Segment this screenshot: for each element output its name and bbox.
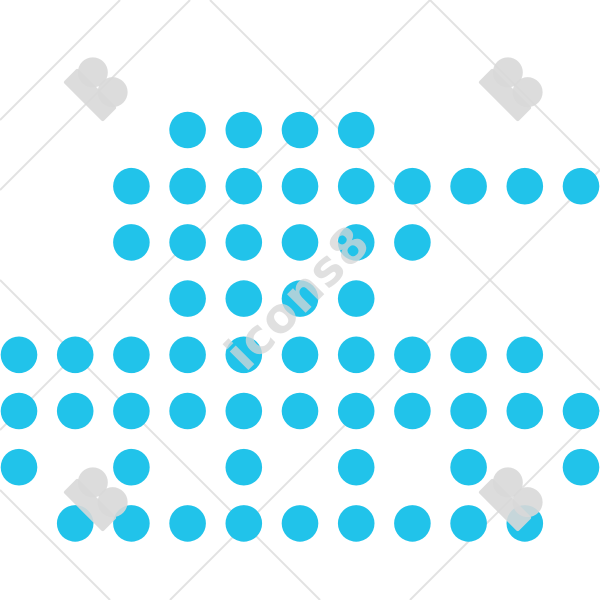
dot <box>337 336 375 374</box>
dot <box>337 448 375 486</box>
dot <box>225 167 263 205</box>
dot <box>394 224 431 261</box>
dot <box>113 224 150 261</box>
dot <box>450 448 487 486</box>
icons8-logo-icon <box>63 57 128 122</box>
dot <box>113 167 150 205</box>
dot <box>56 392 94 430</box>
dot <box>169 224 206 261</box>
dot <box>506 167 544 205</box>
dot <box>169 505 206 542</box>
dot <box>225 392 263 430</box>
dot <box>450 336 487 374</box>
dot <box>337 224 375 261</box>
dot <box>394 167 431 205</box>
dot <box>450 392 487 430</box>
dot <box>281 392 319 430</box>
dot <box>113 505 150 542</box>
dot <box>337 111 375 149</box>
dot <box>337 280 375 317</box>
dot <box>506 336 544 374</box>
dot <box>225 448 263 486</box>
dot <box>169 392 206 430</box>
dot <box>225 336 263 374</box>
icons8-logo-icon <box>478 467 543 532</box>
dot <box>337 505 375 542</box>
dot <box>281 224 319 261</box>
dot <box>394 505 431 542</box>
dot <box>394 392 431 430</box>
dot <box>562 167 600 205</box>
dot <box>169 167 206 205</box>
dot <box>0 392 38 430</box>
dot <box>281 280 319 317</box>
dot <box>562 448 600 486</box>
dot-grid <box>0 111 600 542</box>
dot <box>225 280 263 317</box>
watermark-logos <box>63 57 543 532</box>
dot <box>281 167 319 205</box>
dot <box>169 111 206 149</box>
icons8-logo-icon <box>63 467 128 532</box>
dot <box>113 392 150 430</box>
dot <box>450 167 487 205</box>
dot <box>337 167 375 205</box>
dot <box>169 280 206 317</box>
dot <box>450 505 487 542</box>
dot <box>562 392 600 430</box>
dot <box>506 392 544 430</box>
icons8-logo-icon <box>478 57 543 122</box>
dot <box>225 505 263 542</box>
dot <box>113 448 150 486</box>
dot <box>281 336 319 374</box>
dot <box>113 336 150 374</box>
dot <box>281 111 319 149</box>
dot <box>169 336 206 374</box>
dot <box>337 392 375 430</box>
dot <box>0 336 38 374</box>
dot <box>225 111 263 149</box>
dot <box>394 336 431 374</box>
dot <box>225 224 263 261</box>
dot <box>56 336 94 374</box>
dot <box>0 448 38 486</box>
dot <box>281 505 319 542</box>
dot <box>56 505 94 542</box>
